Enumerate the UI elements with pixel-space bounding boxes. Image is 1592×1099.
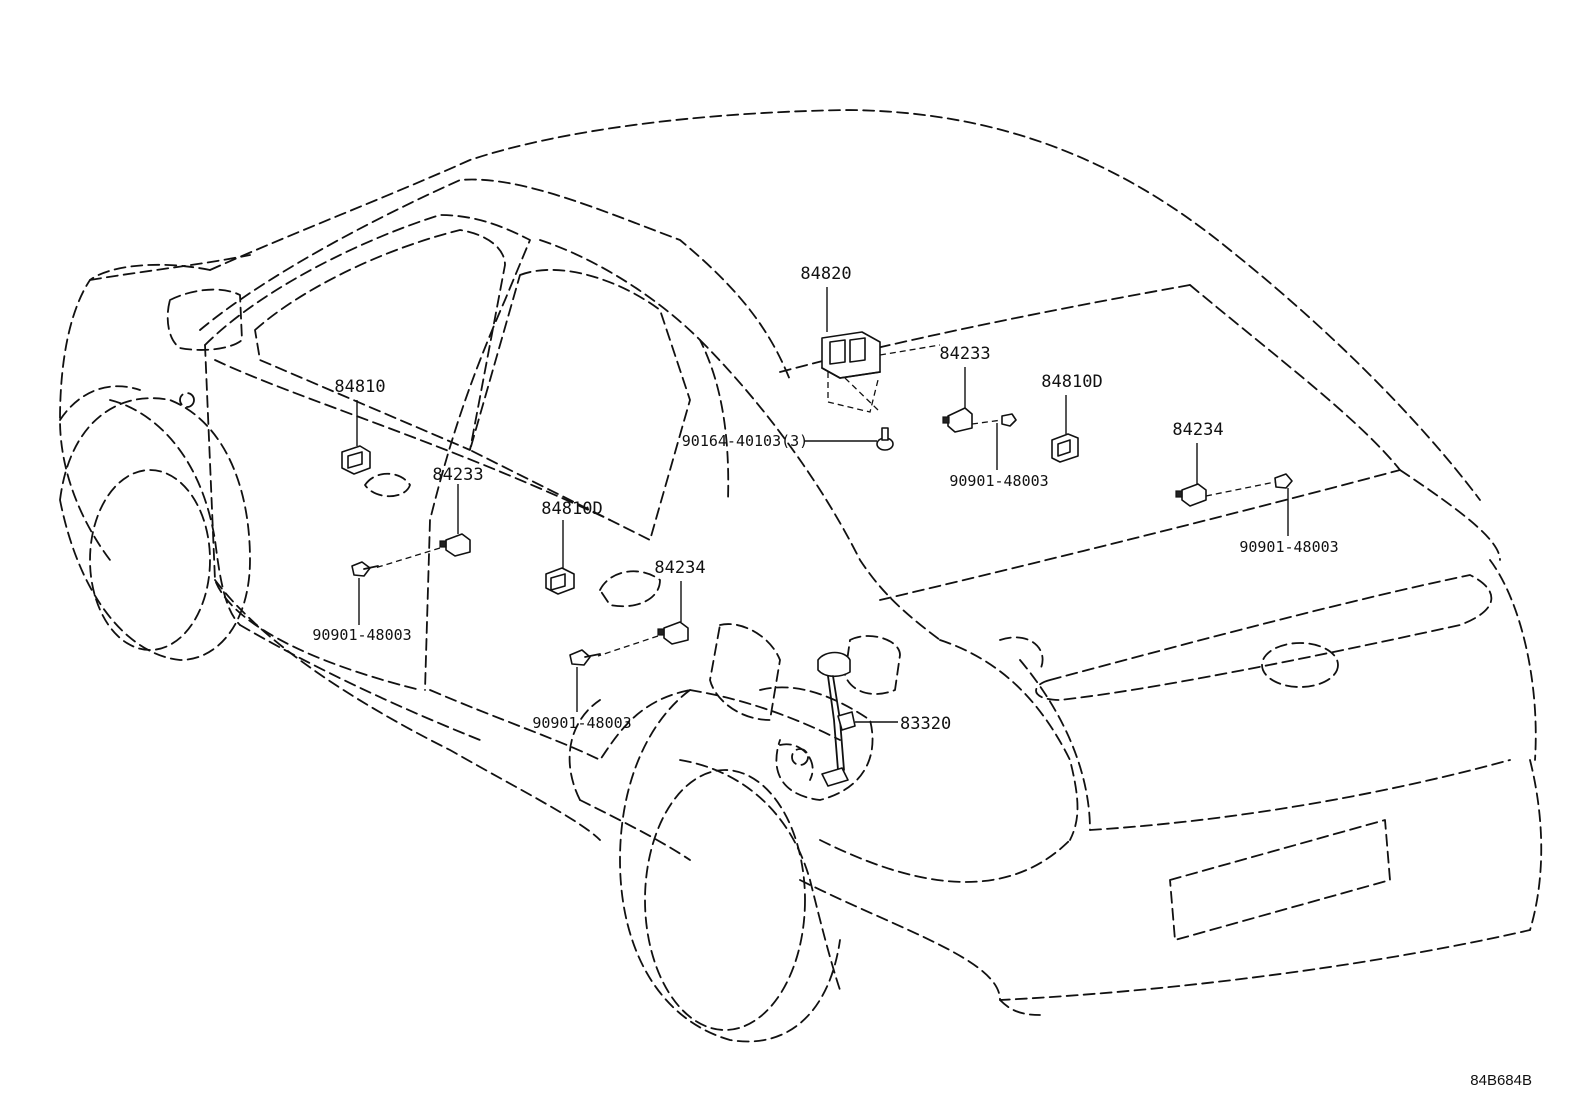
label-84810: 84810: [334, 377, 385, 397]
label-90901-48003-left: 90901-48003: [312, 626, 411, 644]
fuel-sender-83320: [817, 651, 898, 787]
label-84233-right: 84233: [939, 344, 990, 364]
leader-84820-dash: [879, 344, 941, 356]
label-83320: 83320: [900, 714, 951, 734]
car-body-outline: [59, 109, 1543, 1043]
bolt-90901-right-b: [1274, 473, 1293, 536]
label-84233-left: 84233: [432, 465, 483, 485]
bolt-90901-left: [351, 561, 379, 625]
bolt-90901-right-a: [996, 413, 1017, 470]
window-master-switch-84820: [821, 331, 881, 413]
door-switch-84234-center: [597, 581, 689, 657]
label-90901-48003-right-b: 90901-48003: [1239, 538, 1338, 556]
window-switch-84810D-right: [1051, 395, 1079, 463]
door-switch-84233-left: [374, 484, 471, 569]
label-84810D-right: 84810D: [1041, 372, 1102, 392]
bolt-90901-center: [569, 649, 601, 712]
label-84810D-center: 84810D: [541, 499, 602, 519]
label-84234-center: 84234: [654, 558, 705, 578]
label-84820: 84820: [800, 264, 851, 284]
screw-90164: [805, 427, 894, 451]
label-84234-right: 84234: [1172, 420, 1223, 440]
window-switch-84810-left: [341, 400, 371, 475]
door-switch-84233-right: [942, 367, 1003, 433]
label-90901-48003-center: 90901-48003: [532, 714, 631, 732]
window-switch-84810D-center: [545, 520, 575, 595]
door-switch-84234-right: [1175, 443, 1276, 507]
label-90164-40103: 90164-40103(3): [682, 432, 808, 450]
diagram-code: 84B684B: [1470, 1072, 1532, 1089]
label-90901-48003-right-a: 90901-48003: [949, 472, 1048, 490]
